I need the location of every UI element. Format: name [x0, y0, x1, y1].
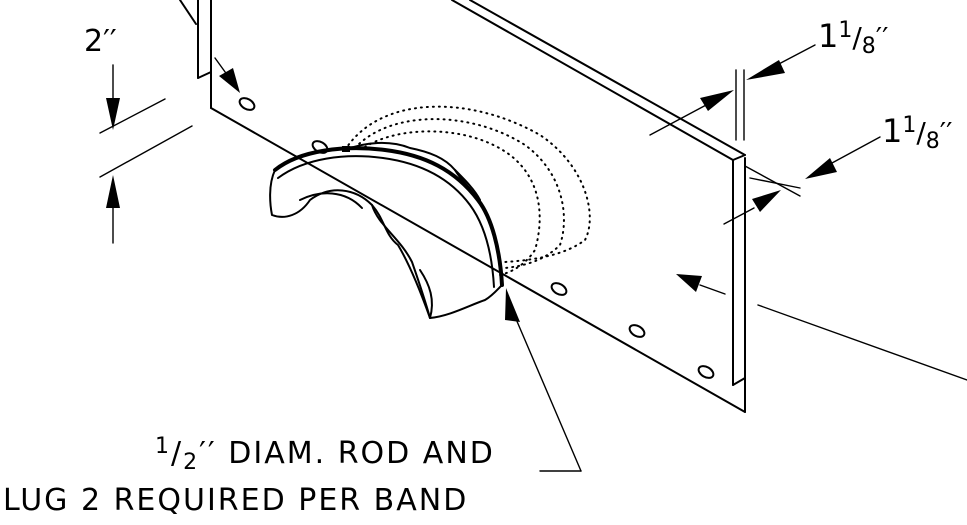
main-plate: [210, 0, 746, 413]
upper-plate: [179, 0, 212, 109]
callout-leader: [505, 288, 582, 472]
dimension-upper-label: 11/8′′: [818, 17, 889, 59]
leader-line-right: [757, 304, 967, 381]
callout-line1: 1/2′′ DIAM. ROD AND: [155, 434, 495, 475]
bolt-hole: [628, 324, 646, 338]
dimension-right-label: 11/8′′: [882, 112, 953, 154]
bolt-hole: [550, 282, 568, 296]
dimension-upper: [649, 44, 816, 141]
hidden-lines: [344, 105, 591, 276]
dimension-spacing-label: 2′′: [84, 24, 117, 59]
dimension-spacing: [99, 57, 240, 244]
arrow-to-plate: [676, 274, 726, 295]
dimension-right: [723, 136, 881, 225]
bolt-hole: [238, 97, 256, 111]
pipe-section: [269, 141, 504, 319]
bolt-holes: [238, 97, 715, 379]
callout-line2: LUG 2 REQUIRED PER BAND: [3, 483, 468, 518]
bolt-hole: [697, 365, 715, 379]
